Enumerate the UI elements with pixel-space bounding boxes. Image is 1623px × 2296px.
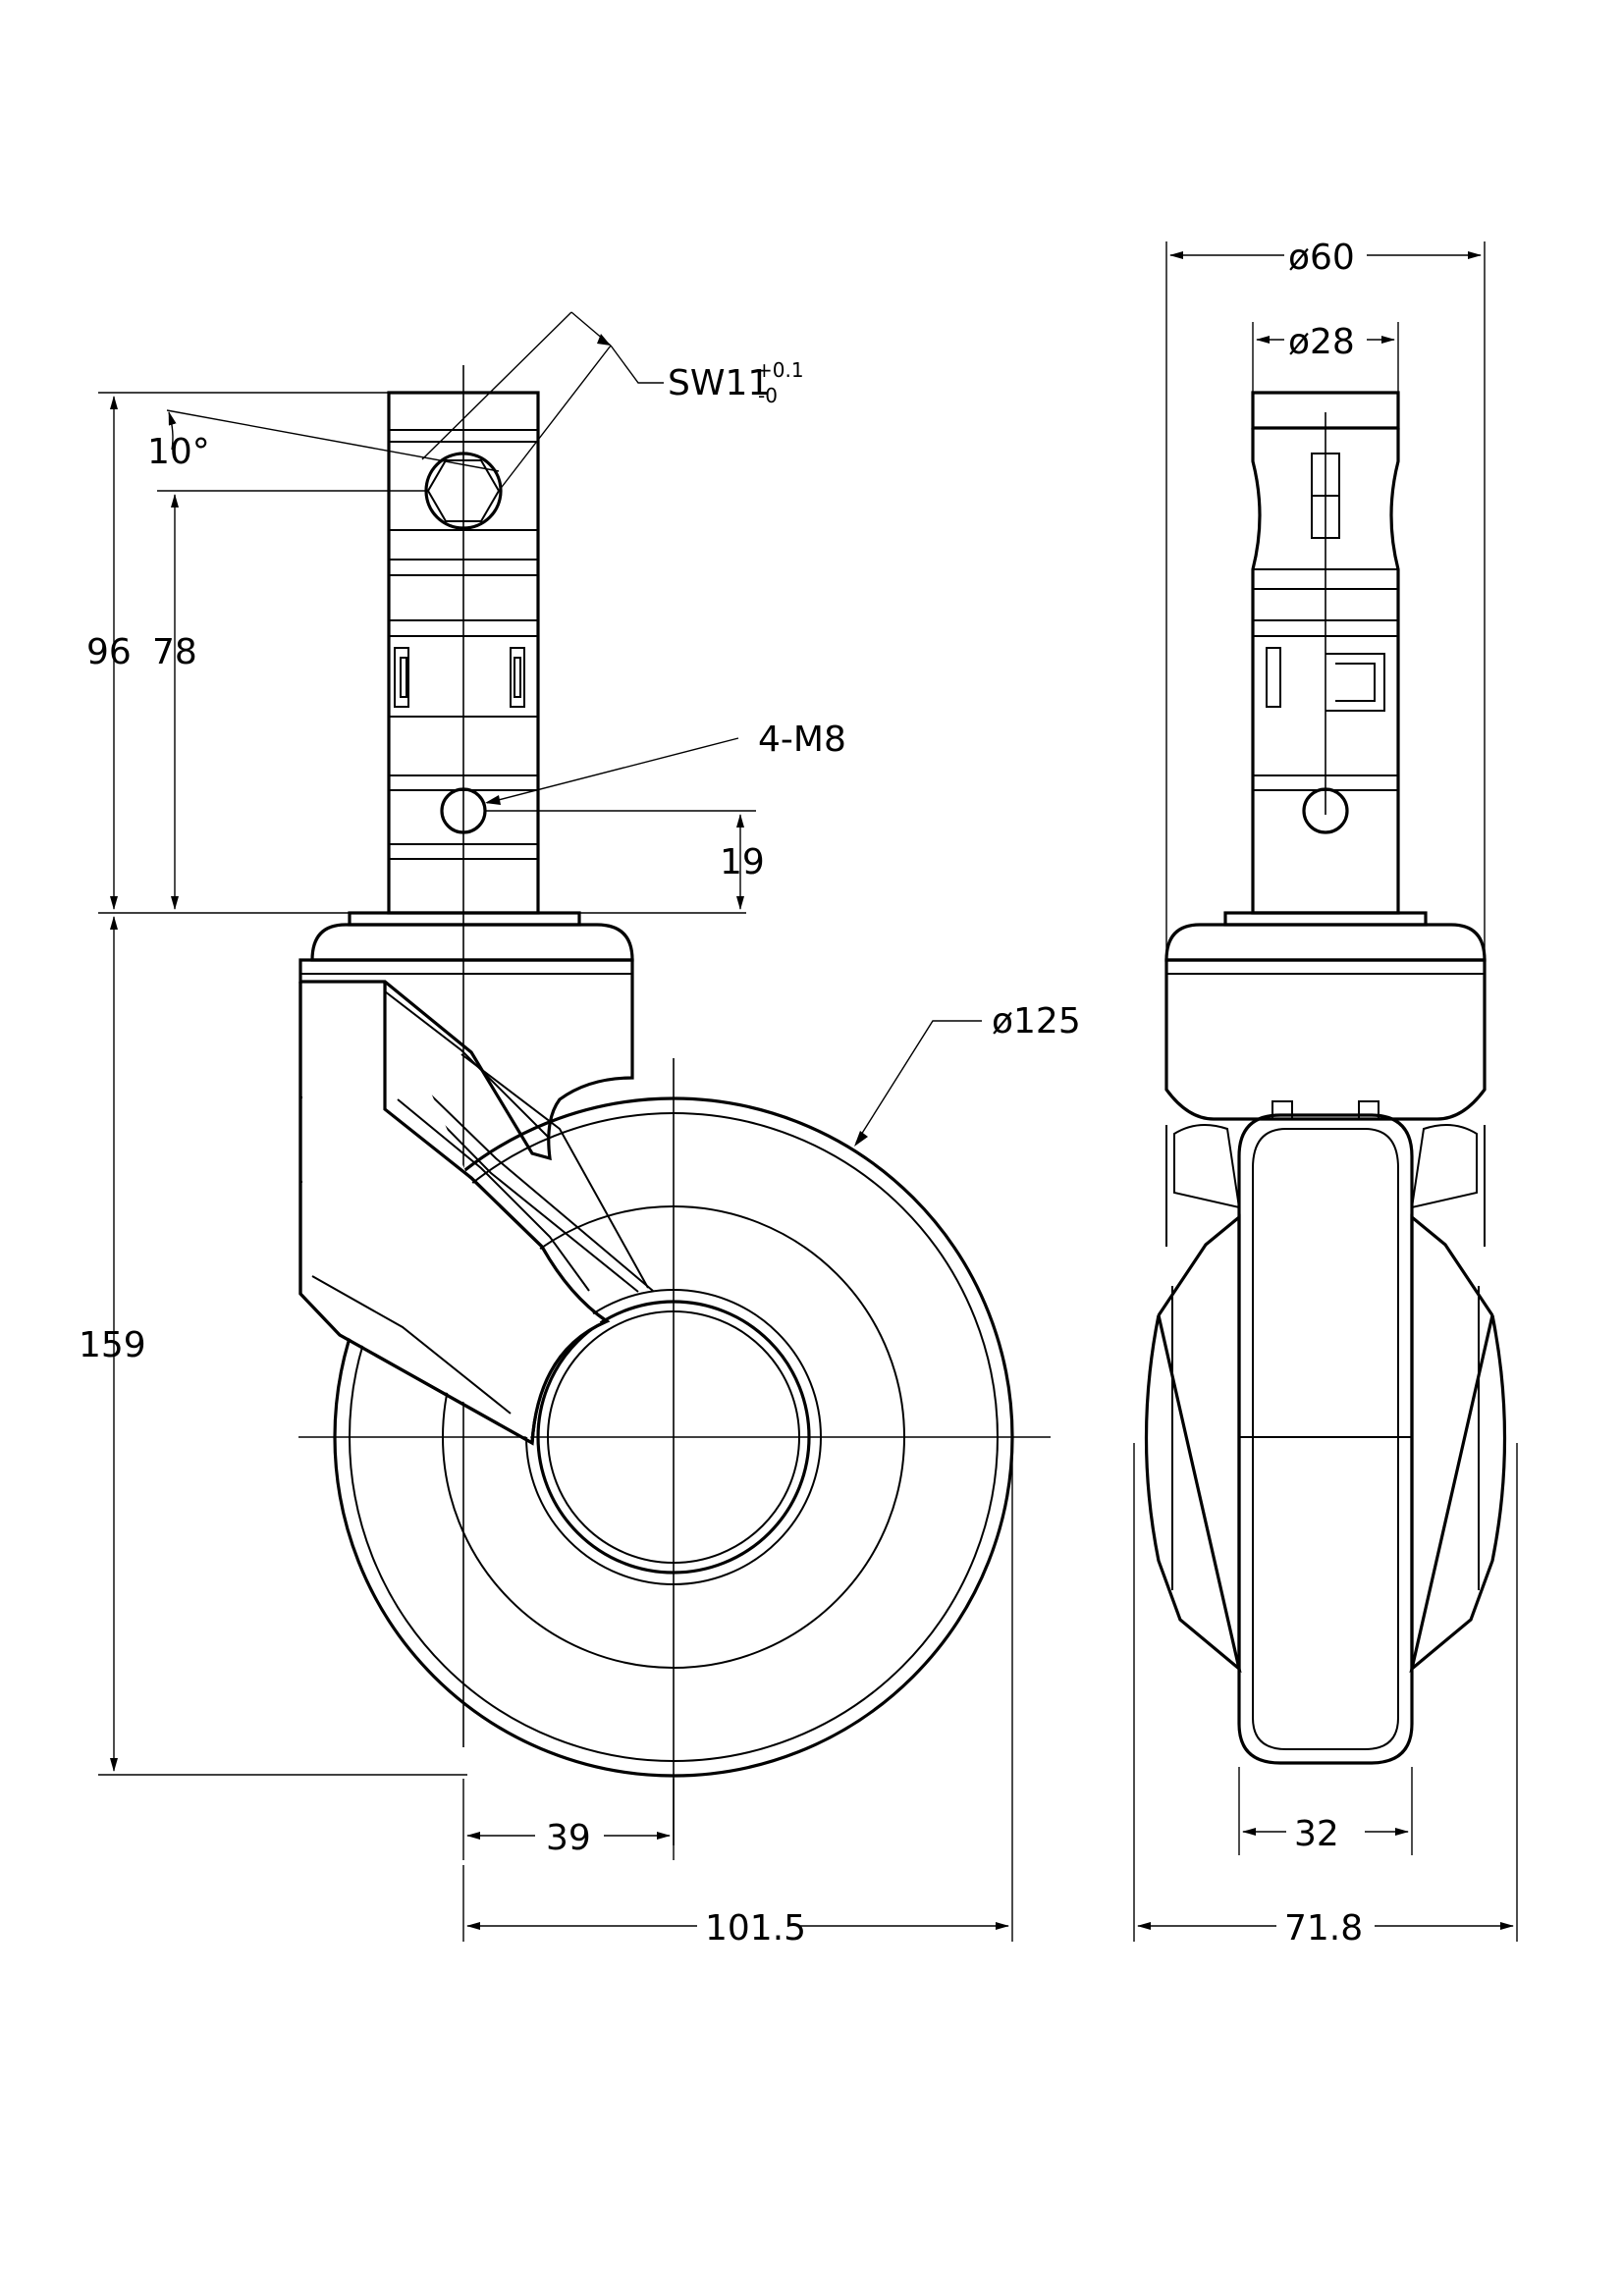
overall-width-dim: 71.8 <box>1284 1908 1363 1949</box>
side-view <box>298 365 1051 1845</box>
front-housing <box>1164 911 1487 1247</box>
front-wheel <box>1144 1113 1507 1765</box>
stem-overall-dim: 96 <box>86 632 132 672</box>
stem-diameter-dim: ø28 <box>1288 322 1355 362</box>
swivel-offset-dim: 39 <box>546 1818 591 1858</box>
bolt-holes-label: 4-M8 <box>758 720 846 760</box>
overall-length-dim: 101.5 <box>705 1908 806 1949</box>
hex-socket-tol-upper: +0.1 <box>756 358 804 382</box>
overall-height-dim: 159 <box>79 1325 146 1365</box>
front-view <box>1144 391 1507 1765</box>
dimensions: SW11 +0.1 -0 10° 96 78 4-M8 19 159 ø125 <box>79 238 1518 1949</box>
wheel-side <box>333 1096 1014 1778</box>
hex-socket-label: SW11 <box>668 363 770 403</box>
hex-socket-tol-lower: -0 <box>758 384 778 407</box>
housing-diameter-dim: ø60 <box>1288 238 1355 278</box>
hole-offset-dim: 19 <box>720 842 765 882</box>
wheel-width-dim: 32 <box>1294 1814 1339 1854</box>
stem-length-dim: 78 <box>152 632 197 672</box>
wheel-diameter-dim: ø125 <box>992 1001 1081 1041</box>
top-plate <box>310 911 634 962</box>
angle-label: 10° <box>147 432 210 472</box>
